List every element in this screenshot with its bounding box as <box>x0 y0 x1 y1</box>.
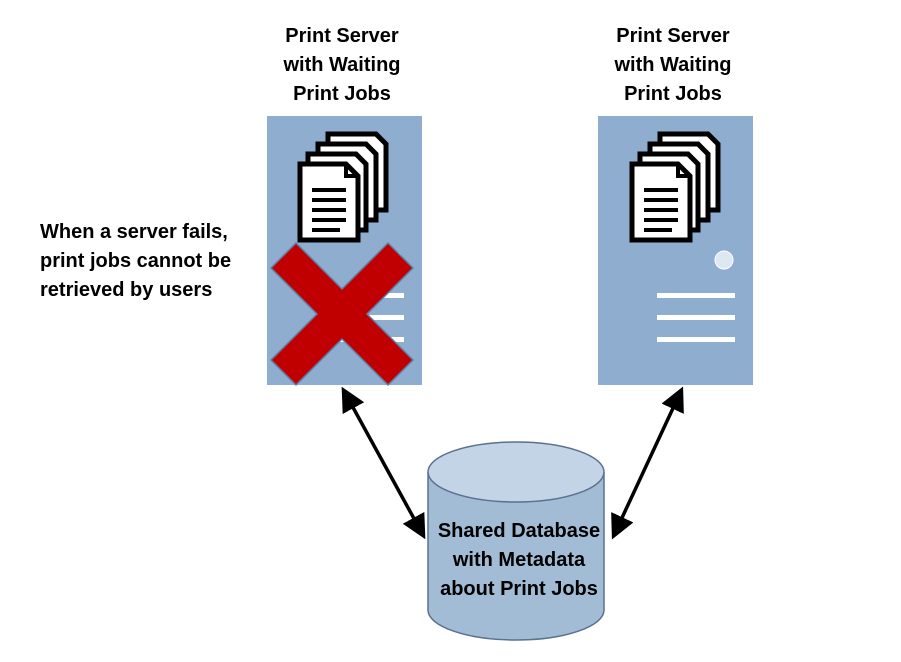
server-1-title: Print Server with Waiting Print Jobs <box>283 25 401 105</box>
red-x-icon <box>269 241 415 387</box>
database-cylinder-icon <box>427 441 605 641</box>
server-2-title: Print Server with Waiting Print Jobs <box>614 25 732 105</box>
server-1 <box>267 116 422 387</box>
server-2-slot-3 <box>657 337 735 342</box>
failure-note: When a server fails, print jobs cannot b… <box>40 221 232 301</box>
server-2 <box>598 116 753 385</box>
arrow-server-1-to-database <box>341 386 426 540</box>
server-2-power-led-icon <box>714 250 734 270</box>
database-top <box>427 441 605 503</box>
arrow-server-2-to-database <box>611 386 684 540</box>
database-body <box>427 472 605 641</box>
server-2-slot-2 <box>657 315 735 320</box>
database-label: Shared Database with Metadata about Prin… <box>437 520 601 600</box>
server-2-slot-1 <box>657 293 735 298</box>
